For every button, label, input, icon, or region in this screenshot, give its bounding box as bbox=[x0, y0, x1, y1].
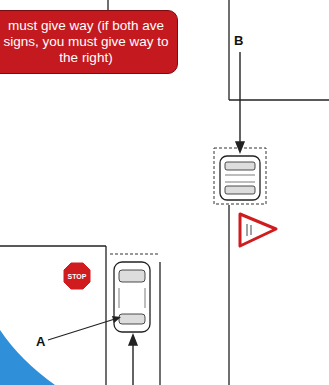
callout-text: must give way (if both ave signs, you mu… bbox=[3, 18, 169, 66]
vehicle-letter: A bbox=[36, 334, 45, 349]
car-a bbox=[114, 262, 150, 332]
give-way-sign bbox=[240, 214, 276, 246]
sign-text: STOP bbox=[68, 273, 87, 280]
stop-sign bbox=[63, 262, 91, 290]
direction-arrows bbox=[129, 52, 244, 385]
stop-line bbox=[110, 254, 158, 255]
callout-box: must give way (if both ave signs, you mu… bbox=[0, 10, 178, 74]
stop-box bbox=[214, 148, 266, 204]
car-b bbox=[220, 156, 260, 200]
leader-line bbox=[48, 316, 121, 340]
vehicle-letter: B bbox=[234, 33, 243, 48]
corner-decoration bbox=[0, 330, 55, 385]
